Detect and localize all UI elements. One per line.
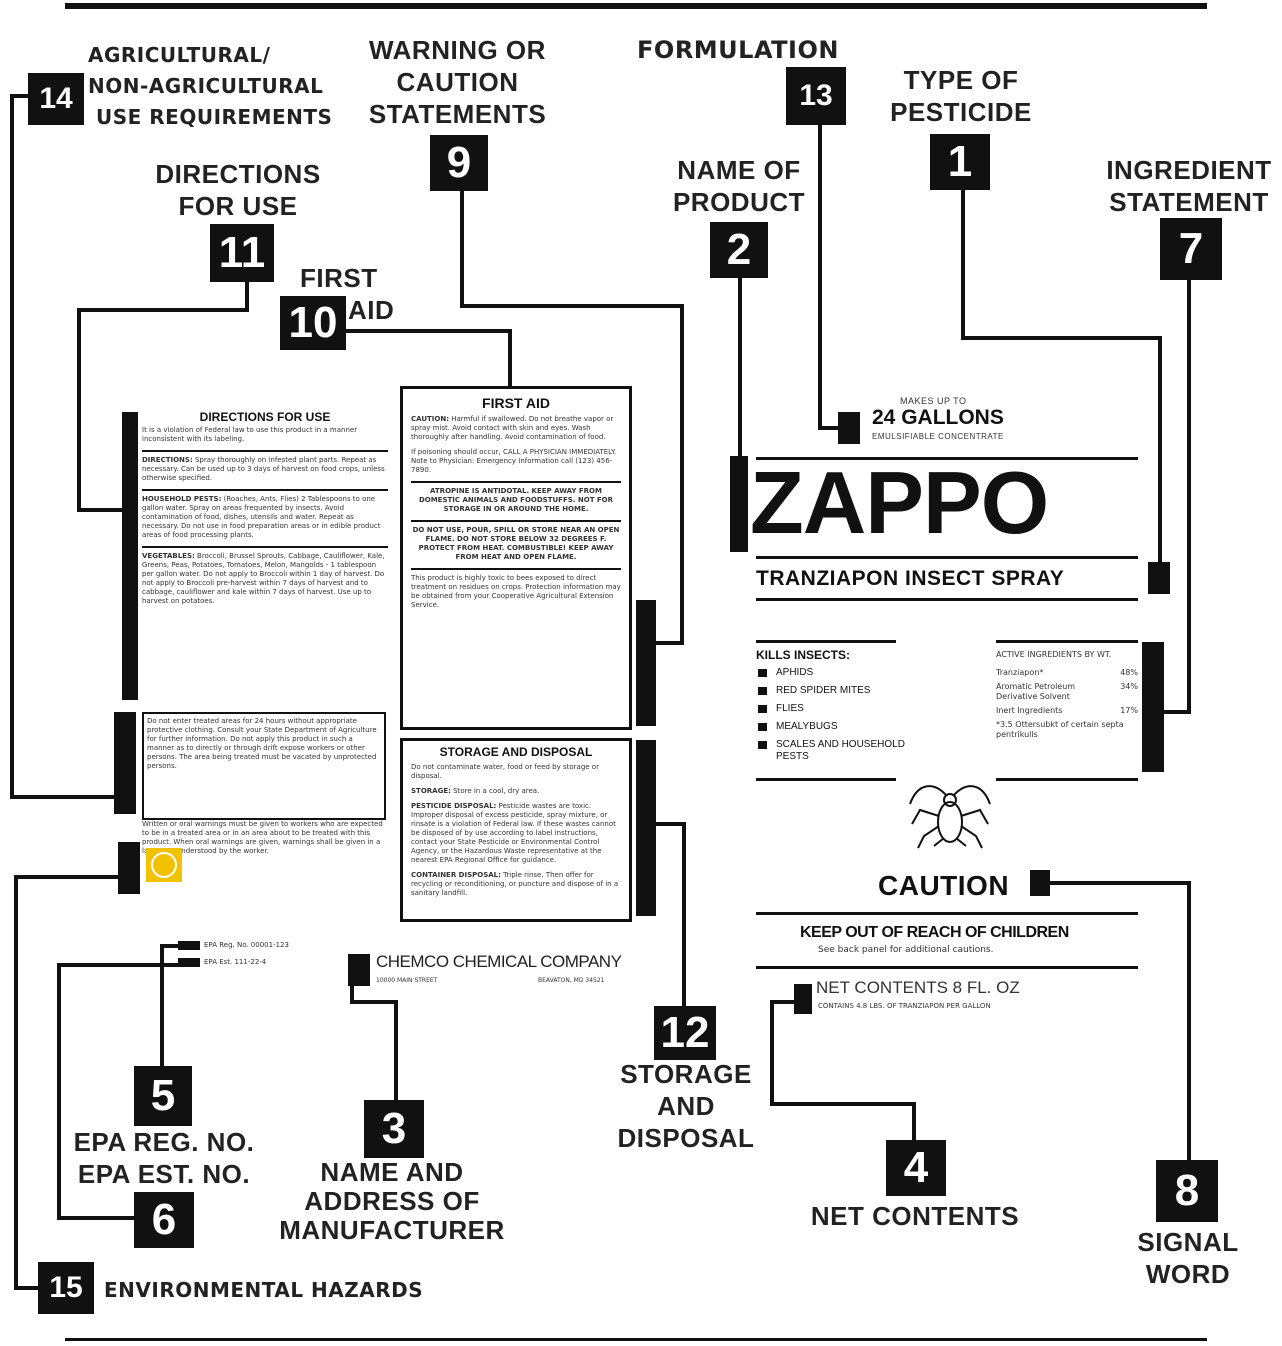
- epa-reg-marker: [178, 941, 200, 950]
- kills-item: FLIES: [756, 700, 906, 718]
- directions-bracket: [122, 412, 138, 700]
- formulation-marker: [838, 412, 860, 444]
- callout-6-badge: 6: [134, 1192, 194, 1248]
- epa-reg-number: EPA Reg. No. 00001-123: [204, 941, 289, 949]
- insect-icon: [909, 785, 991, 849]
- callout-7-label: INGREDIENT STATEMENT: [1106, 155, 1272, 217]
- agricultural-panel: Do not enter treated areas for 24 hours …: [142, 712, 386, 820]
- callout-12-badge: 12: [654, 1006, 716, 1060]
- environmental-bracket: [118, 842, 140, 894]
- callout-5-label: EPA REG. NO. EPA EST. NO.: [73, 1127, 255, 1189]
- first-aid-title: FIRST AID: [482, 395, 550, 411]
- company-city: BEAVATON, MD 34521: [538, 977, 605, 984]
- agricultural-bracket: [114, 712, 136, 814]
- callout-15-badge: 15: [38, 1262, 94, 1314]
- callout-10-badge: 10: [280, 296, 346, 350]
- directions-text: It is a violation of Federal law to use …: [142, 426, 388, 606]
- callout-8-label: SIGNAL WORD: [1137, 1227, 1239, 1289]
- kills-insects: KILLS INSECTS: APHIDS RED SPIDER MITES F…: [756, 648, 906, 763]
- hazard-symbol: [146, 848, 182, 882]
- kills-item: SCALES AND HOUSEHOLD PESTS: [756, 736, 906, 763]
- storage-panel: STORAGE AND DISPOSAL Do not contaminate …: [400, 738, 632, 922]
- epa-est-number: EPA Est. 111-22-4: [204, 958, 267, 966]
- bottom-rule: [65, 1338, 1207, 1341]
- callout-9-label: WARNING OR CAUTION STATEMENTS: [368, 35, 547, 129]
- first-aid-bracket: [636, 600, 656, 726]
- active-ingredients: ACTIVE INGREDIENTS BY WT. Tranziapon*48%…: [996, 650, 1138, 739]
- environmental-panel: Written or oral warnings must be given t…: [142, 820, 386, 912]
- company-street: 10000 MAIN STREET: [376, 977, 438, 984]
- storage-bracket: [636, 740, 656, 916]
- callout-2-label: NAME OF PRODUCT: [672, 155, 806, 217]
- callout-1-badge: 1: [930, 134, 990, 190]
- callout-11-label: DIRECTIONS FOR USE: [155, 159, 321, 221]
- callout-10-label: FIRST AID: [300, 263, 395, 325]
- signal-word: CAUTION: [878, 870, 1010, 901]
- callout-2-badge: 2: [710, 222, 768, 278]
- callout-9-badge: 9: [430, 135, 488, 191]
- callout-15-label: ENVIRONMENTAL HAZARDS: [104, 1278, 424, 1302]
- callout-3-label: NAME AND ADDRESS OF MANUFACTURER: [279, 1157, 505, 1245]
- product-name: ZAPPO: [750, 453, 1049, 552]
- type-marker: [1148, 562, 1170, 594]
- signal-word-marker: [1030, 870, 1050, 896]
- callout-7-badge: 7: [1160, 218, 1222, 280]
- kills-item: APHIDS: [756, 664, 906, 682]
- gallons: 24 GALLONS: [872, 406, 1004, 429]
- formulation-text: EMULSIFIABLE CONCENTRATE: [872, 432, 1004, 441]
- callout-11-badge: 11: [210, 224, 274, 282]
- directions-panel: DIRECTIONS FOR USE It is a violation of …: [142, 408, 388, 708]
- top-rule: [65, 3, 1207, 9]
- callout-4-badge: 4: [886, 1140, 946, 1196]
- epa-est-marker: [178, 958, 200, 967]
- net-contents-sub: CONTAINS 4.8 LBS. OF TRANZIAPON PER GALL…: [818, 1002, 991, 1010]
- product-name-marker: [730, 456, 748, 552]
- storage-title: STORAGE AND DISPOSAL: [439, 745, 593, 759]
- first-aid-panel: FIRST AID CAUTION: Harmful if swallowed.…: [400, 386, 632, 730]
- see-back-panel: See back panel for additional cautions.: [818, 945, 994, 955]
- company-name: CHEMCO CHEMICAL COMPANY: [376, 952, 622, 971]
- kills-item: MEALYBUGS: [756, 718, 906, 736]
- callout-1-label: TYPE OF PESTICIDE: [890, 65, 1032, 127]
- net-contents: NET CONTENTS 8 FL. OZ: [816, 978, 1020, 997]
- keep-out-of-reach: KEEP OUT OF REACH OF CHILDREN: [800, 924, 1069, 941]
- callout-14-badge: 14: [28, 73, 84, 125]
- callout-12-label: STORAGE AND DISPOSAL: [617, 1059, 755, 1153]
- kills-item: RED SPIDER MITES: [756, 682, 906, 700]
- callout-5-badge: 5: [134, 1066, 192, 1126]
- callout-13-badge: 13: [786, 67, 846, 125]
- manufacturer-marker: [348, 954, 370, 986]
- net-contents-marker: [794, 984, 812, 1014]
- callout-13-label: FORMULATION: [637, 36, 839, 64]
- callout-4-label: NET CONTENTS: [810, 1201, 1020, 1231]
- ingredient-marker: [1142, 642, 1164, 772]
- directions-title: DIRECTIONS FOR USE: [199, 410, 331, 424]
- product-subtitle: TRANZIAPON INSECT SPRAY: [756, 567, 1065, 590]
- makes-up-to: MAKES UP TO: [900, 396, 967, 406]
- callout-3-badge: 3: [364, 1100, 424, 1158]
- callout-8-badge: 8: [1156, 1160, 1218, 1222]
- callout-14-label: AGRICULTURAL/ NON-AGRICULTURAL USE REQUI…: [88, 43, 333, 129]
